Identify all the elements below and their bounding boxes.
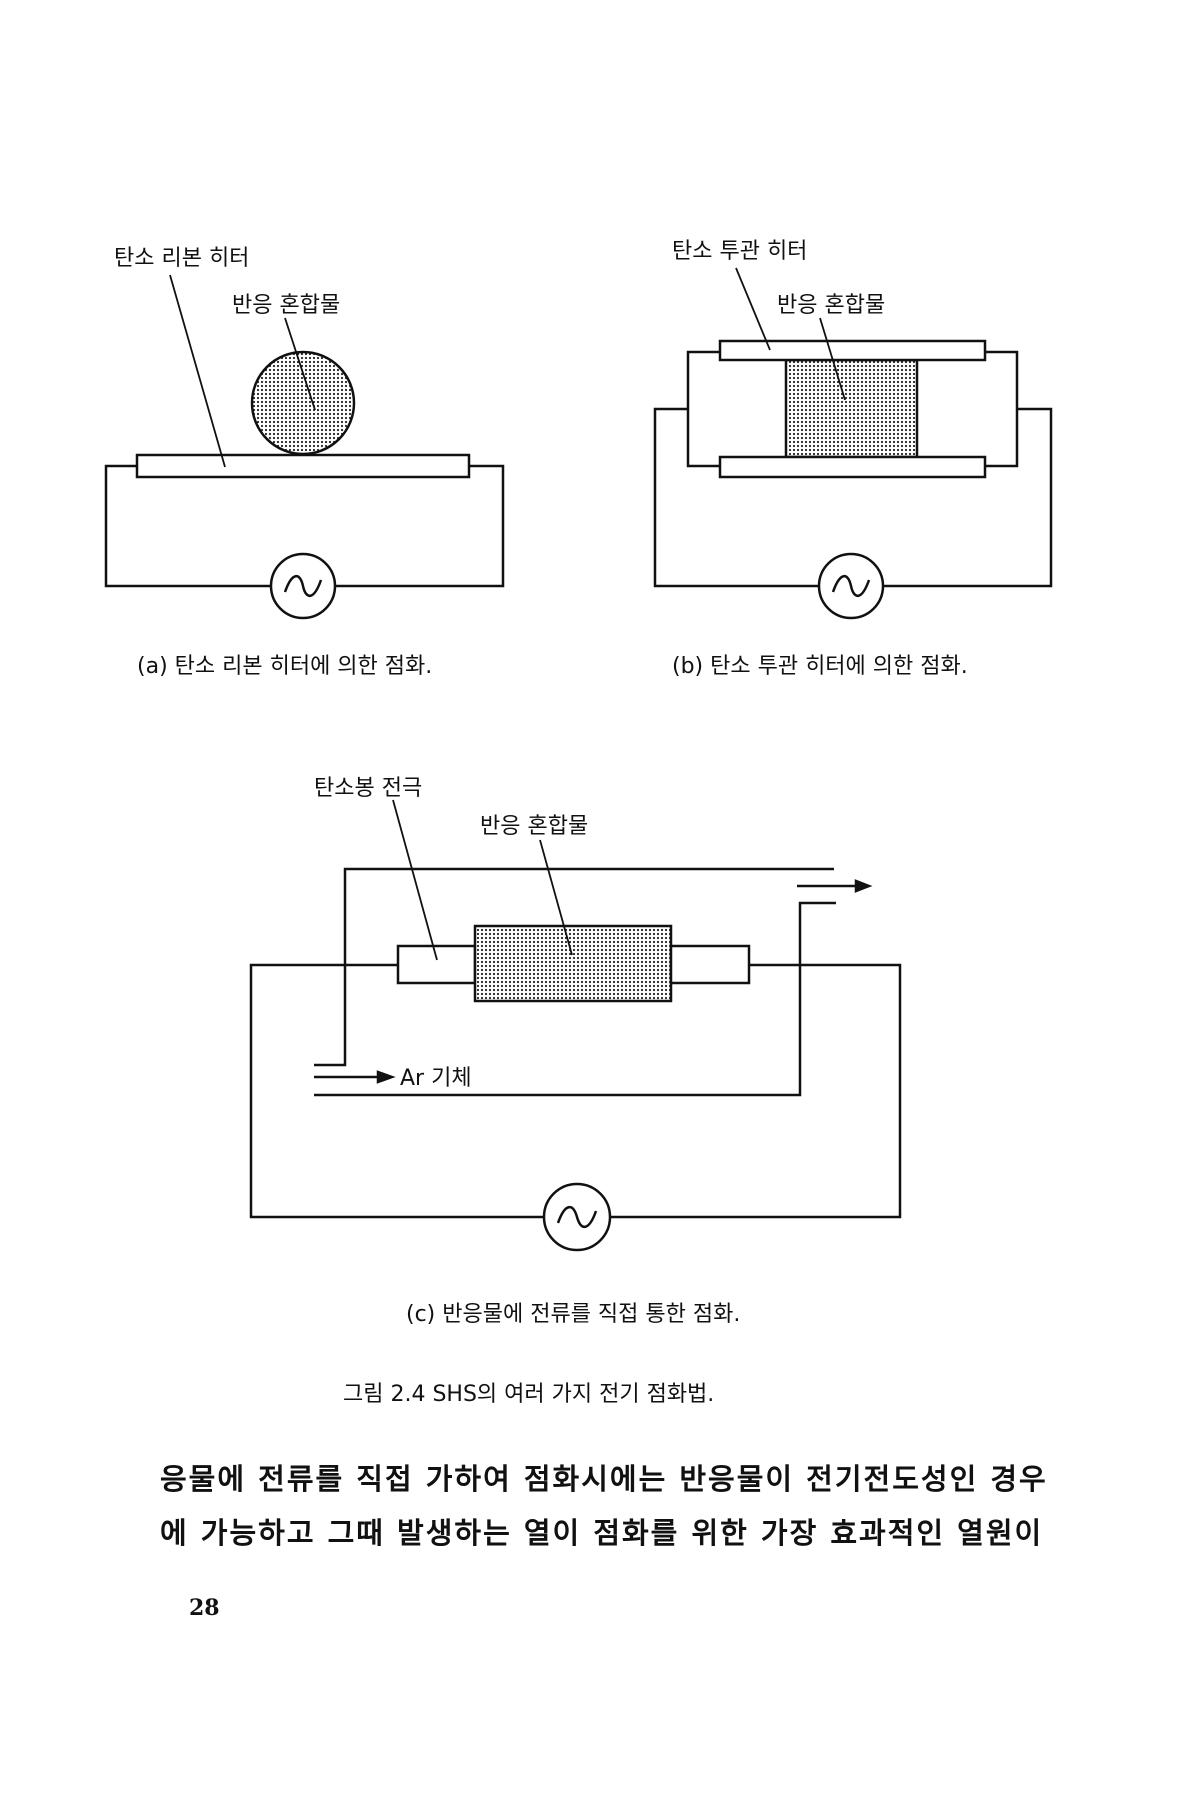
carbon-rod-electrode-right bbox=[669, 944, 751, 985]
ac-source-icon bbox=[269, 552, 337, 620]
carbon-tube-heater-top bbox=[718, 339, 987, 362]
reaction-mixture bbox=[473, 924, 673, 1003]
circuit-wire bbox=[985, 350, 1019, 468]
reaction-mixture-sphere bbox=[250, 350, 356, 456]
label-carbon-ribbon-heater: 탄소 리본 히터 bbox=[114, 246, 249, 271]
gas-tube-wall bbox=[314, 901, 836, 1097]
label-carbon-tube-heater: 탄소 투관 히터 bbox=[672, 239, 807, 264]
figure-c-diagram bbox=[249, 799, 902, 1252]
ac-source-icon bbox=[542, 1182, 612, 1252]
ac-source-icon bbox=[817, 552, 885, 620]
circuit-wire bbox=[883, 407, 1053, 588]
figure-a-diagram bbox=[104, 274, 505, 620]
circuit-wire bbox=[653, 407, 819, 588]
body-text-line: 응물에 전류를 직접 가하여 점화시에는 반응물이 전기전도성인 경우 bbox=[160, 1462, 1048, 1496]
circuit-wire bbox=[686, 350, 720, 468]
label-ar-gas: Ar 기체 bbox=[400, 1066, 472, 1091]
circuit-wire bbox=[249, 963, 544, 1219]
gas-tube-wall bbox=[314, 867, 834, 1067]
reaction-mixture bbox=[784, 358, 919, 459]
circuit-wire bbox=[335, 464, 505, 588]
circuit-wire bbox=[610, 963, 902, 1219]
carbon-tube-heater-bottom bbox=[718, 455, 987, 479]
label-reaction-mixture-a: 반응 혼합물 bbox=[232, 293, 340, 318]
page-number: 28 bbox=[189, 1595, 220, 1621]
caption-b: (b) 탄소 투관 히터에 의한 점화. bbox=[672, 654, 968, 679]
figure-caption: 그림 2.4 SHS의 여러 가지 전기 점화법. bbox=[343, 1382, 715, 1407]
caption-c: (c) 반응물에 전류를 직접 통한 점화. bbox=[406, 1302, 741, 1327]
label-reaction-mixture-b: 반응 혼합물 bbox=[777, 293, 885, 318]
label-reaction-mixture-c: 반응 혼합물 bbox=[480, 814, 588, 839]
carbon-ribbon-heater bbox=[135, 453, 471, 479]
carbon-rod-electrode-left bbox=[396, 944, 477, 985]
figure-b-diagram bbox=[653, 267, 1053, 620]
circuit-wire bbox=[104, 464, 271, 588]
caption-a: (a) 탄소 리본 히터에 의한 점화. bbox=[137, 654, 433, 679]
label-carbon-rod-electrode: 탄소봉 전극 bbox=[314, 776, 422, 801]
body-text-line: 에 가능하고 그때 발생하는 열이 점화를 위한 가장 효과적인 열원이 bbox=[160, 1516, 1044, 1550]
